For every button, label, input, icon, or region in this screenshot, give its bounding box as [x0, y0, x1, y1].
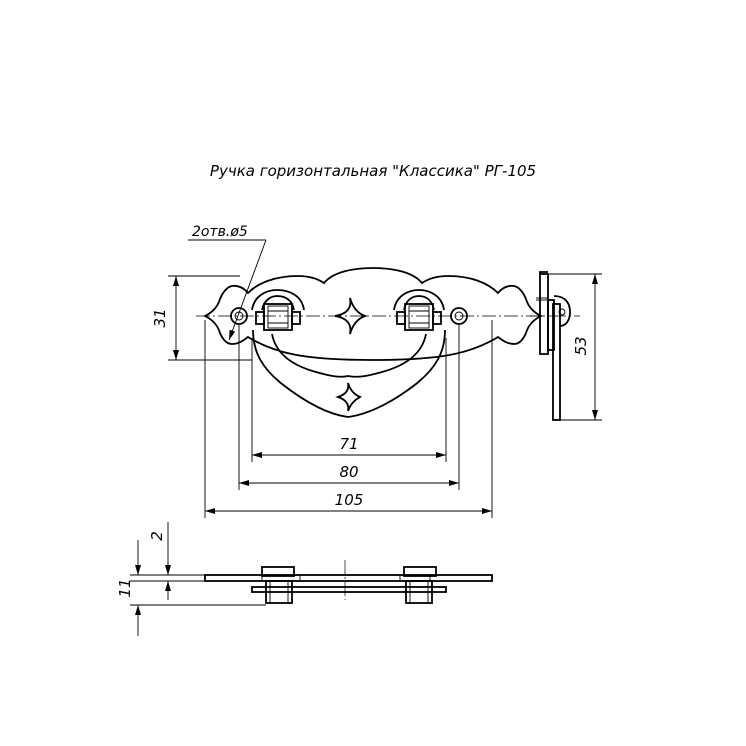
side-view: 53: [530, 271, 602, 421]
bail-handle: [252, 329, 446, 418]
top-view: 2 11: [116, 522, 493, 636]
diamond-upper: [334, 297, 368, 335]
diamond-lower: [335, 382, 363, 412]
dim-total-depth-label: 11: [116, 578, 134, 597]
dim-inner-span: 71: [252, 435, 446, 458]
hole-right: [450, 307, 468, 325]
drawing-title: Ручка горизонтальная "Классика" РГ-105: [210, 162, 536, 180]
dim-inner-span-label: 71: [339, 435, 358, 453]
dim-overall-width: 105: [205, 491, 492, 514]
backplate-outline: [202, 267, 544, 361]
front-view: 2отв.ø5 31 71 80 105: [151, 224, 556, 518]
dim-side-height: 53: [548, 273, 602, 421]
top-post-left: [261, 566, 295, 604]
bail-handle-inner: [271, 333, 427, 378]
dim-top-depth: 2 11: [116, 522, 266, 636]
post-mount-left: [251, 289, 305, 331]
dim-hole-span: 80: [239, 463, 459, 486]
dim-plate-thickness-label: 2: [148, 531, 166, 541]
hole-note: 2отв.ø5: [188, 224, 267, 341]
top-post-right: [403, 566, 437, 604]
dim-overall-width-label: 105: [335, 491, 364, 509]
post-mount-right: [393, 289, 445, 331]
dim-plate-height-label: 31: [151, 308, 169, 327]
dim-side-height-label: 53: [572, 336, 590, 355]
dim-hole-span-label: 80: [339, 463, 358, 481]
dim-plate-height: 31: [151, 275, 252, 361]
hole-note-label: 2отв.ø5: [192, 224, 248, 240]
